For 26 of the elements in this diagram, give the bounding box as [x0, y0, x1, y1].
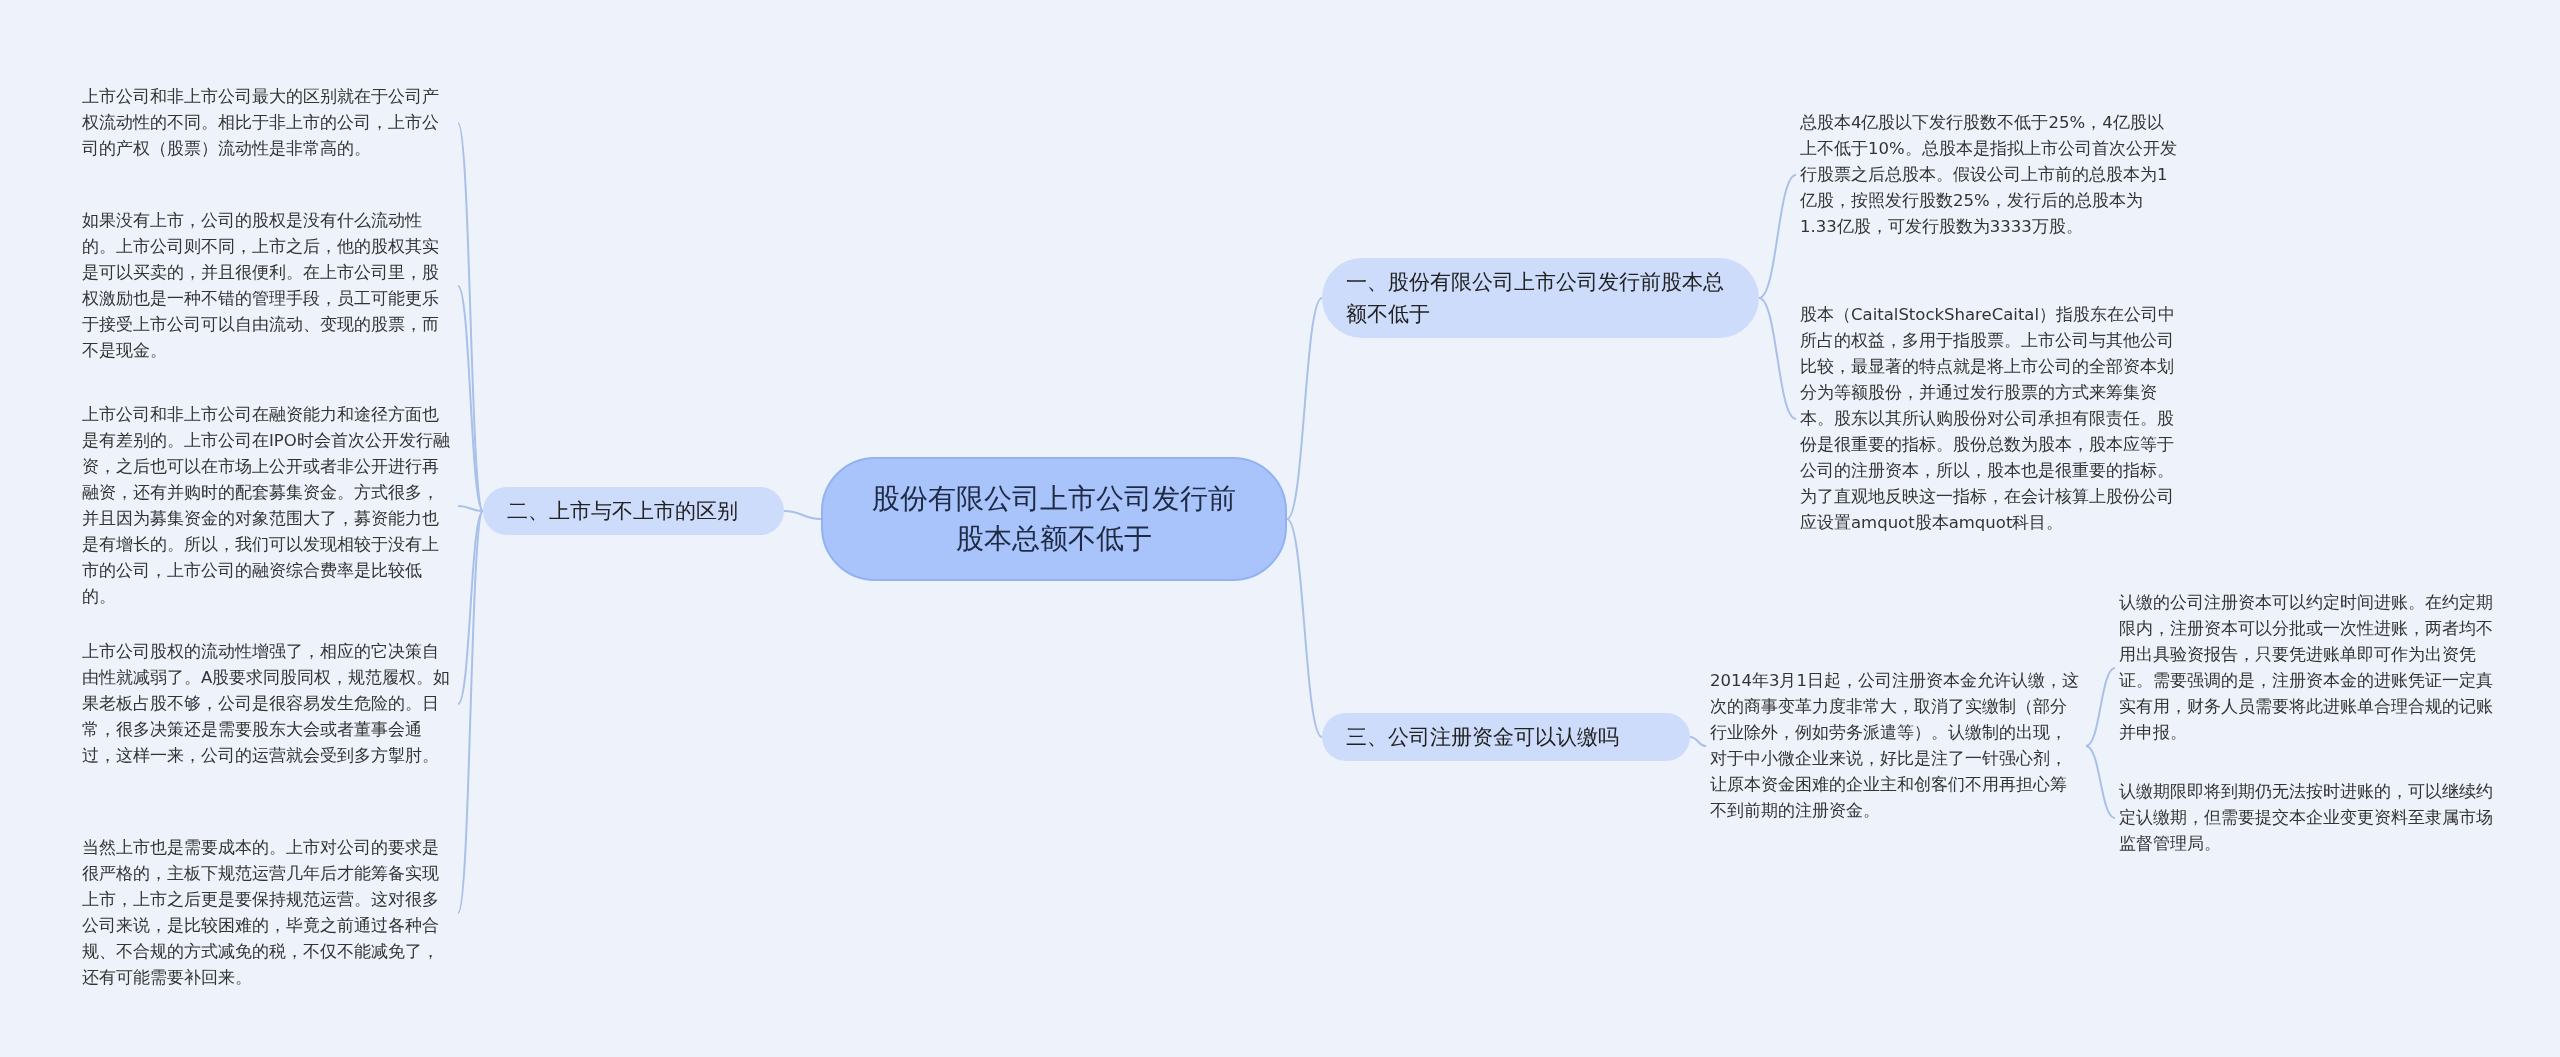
connector-line	[457, 510, 484, 705]
connector-line	[2085, 745, 2116, 819]
topic-note: 认缴的公司注册资本可以约定时间进账。在约定期限内，注册资本可以分批或一次性进账，两者均不用出具验资报告，只要凭进账单即可作为出资凭证。需要强调的是，注册资本金的进账凭证一定真实有用，财务人员需要将此进账单合理合规的记账并申报。	[2115, 586, 2500, 750]
topic-note: 上市公司和非上市公司最大的区别就在于公司产权流动性的不同。相比于非上市的公司，上市公司的产权（股票）流动性是非常高的。	[78, 80, 458, 166]
connector-line	[1286, 297, 1323, 520]
connector-line	[457, 285, 484, 512]
connector-line	[1286, 518, 1323, 738]
branch-topic: 三、公司注册资金可以认缴吗	[1322, 713, 1690, 761]
topic-note: 认缴期限即将到期仍无法按时进账的，可以继续约定认缴期，但需要提交本企业变更资料至隶属市场监督管理局。	[2115, 775, 2500, 861]
topic-note: 上市公司股权的流动性增强了，相应的它决策自由性就减弱了。A股要求同股同权，规范履权。如果老板占股不够，公司是很容易发生危险的。日常，很多决策还是需要股东大会或者董事会通过，这样一来，公司的运营就会受到多方掣肘。	[78, 635, 458, 773]
central-topic: 股份有限公司上市公司发行前股本总额不低于	[821, 457, 1287, 581]
topic-note: 股本（CaitalStockShareCaital）指股东在公司中所占的权益，多用于指股票。上市公司与其他公司比较，最显著的特点就是将上市公司的全部资本划分为等额股份，并通过发行股票的方式来筹集资本。股东以其所认购股份对公司承担有限责任。股份是很重要的指标。股份总数为股本，股本应等于公司的注册资本，所以，股本也是很重要的指标。为了直观地反映这一指标，在会计核算上股份公司应设置amquot股本amquot科目。	[1796, 298, 2181, 540]
connector-line	[783, 510, 822, 520]
connector-line	[457, 510, 484, 914]
topic-note: 当然上市也是需要成本的。上市对公司的要求是很严格的，主板下规范运营几年后才能筹备实现上市，上市之后更是要保持规范运营。这对很多公司来说，是比较困难的，毕竟之前通过各种合规、不合规的方式减免的税，不仅不能减免了，还有可能需要补回来。	[78, 831, 458, 995]
topic-note: 如果没有上市，公司的股权是没有什么流动性的。上市公司则不同，上市之后，他的股权其实是可以买卖的，并且很便利。在上市公司里，股权激励也是一种不错的管理手段，员工可能更乐于接受上市公司可以自由流动、变现的股票，而不是现金。	[78, 204, 458, 368]
topic-note: 总股本4亿股以下发行股数不低于25%，4亿股以上不低于10%。总股本是指拟上市公司首次公开发行股票之后总股本。假设公司上市前的总股本为1亿股，按照发行股数25%，发行后的总股本为1.33亿股，可发行股数为3333万股。	[1796, 106, 2181, 244]
topic-note: 上市公司和非上市公司在融资能力和途径方面也是有差别的。上市公司在IPO时会首次公开发行融资，之后也可以在市场上公开或者非公开进行再融资，还有并购时的配套募集资金。方式很多，并且因为募集资金的对象范围大了，募资能力也是有增长的。所以，我们可以发现相较于没有上市的公司，上市公司的融资综合费率是比较低的。	[78, 398, 458, 614]
connector-line	[2085, 667, 2116, 747]
branch-topic: 二、上市与不上市的区别	[483, 487, 784, 535]
connector-line	[1758, 297, 1797, 420]
connector-line	[1689, 736, 1707, 747]
connector-line	[1758, 174, 1797, 299]
branch-topic: 一、股份有限公司上市公司发行前股本总额不低于	[1322, 258, 1759, 338]
connector-line	[457, 505, 484, 512]
topic-note: 2014年3月1日起，公司注册资本金允许认缴，这次的商事变革力度非常大，取消了实缴制（部分行业除外，例如劳务派遣等）。认缴制的出现，对于中小微企业来说，好比是注了一针强心剂，让原本资金困难的企业主和创客们不用再担心筹不到前期的注册资金。	[1706, 664, 2086, 828]
